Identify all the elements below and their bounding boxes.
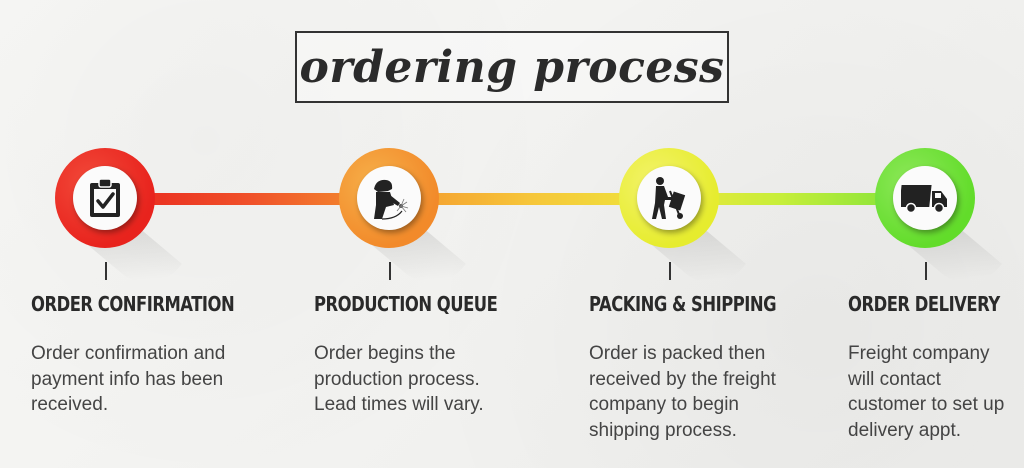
step-tick bbox=[925, 262, 927, 280]
welder-icon bbox=[374, 179, 409, 220]
icon-disc bbox=[357, 166, 421, 230]
step-title-production-queue: PRODUCTION QUEUE bbox=[314, 292, 498, 316]
icon-disc bbox=[73, 166, 137, 230]
diagram-title: ordering process bbox=[299, 41, 725, 93]
clipboard-check-icon bbox=[90, 178, 120, 217]
step-tick bbox=[105, 262, 107, 280]
step-tick bbox=[669, 262, 671, 280]
step-title-order-delivery: ORDER DELIVERY bbox=[848, 292, 1000, 316]
icon-disc bbox=[637, 166, 701, 230]
hand-truck-icon bbox=[652, 177, 686, 219]
step-desc-order-delivery: Freight company will contact customer to… bbox=[848, 343, 1005, 441]
process-connector-line bbox=[105, 193, 925, 205]
step-node-order-delivery bbox=[875, 148, 1002, 300]
step-desc-order-confirmation: Order confirmation and payment info has … bbox=[31, 343, 226, 415]
step-node-packing-shipping bbox=[619, 148, 746, 300]
icon-disc bbox=[893, 166, 957, 230]
step-title-order-confirmation: ORDER CONFIRMATION bbox=[31, 292, 235, 316]
step-tick bbox=[389, 262, 391, 280]
step-node-production-queue bbox=[339, 148, 466, 300]
step-desc-packing-shipping: Order is packed then received by the fre… bbox=[589, 343, 776, 441]
step-node-order-confirmation bbox=[55, 148, 182, 300]
step-desc-production-queue: Order begins the production process. Lea… bbox=[314, 343, 484, 415]
step-title-packing-shipping: PACKING & SHIPPING bbox=[589, 292, 777, 316]
delivery-truck-icon bbox=[901, 185, 947, 214]
title-box: ordering process bbox=[295, 31, 729, 103]
